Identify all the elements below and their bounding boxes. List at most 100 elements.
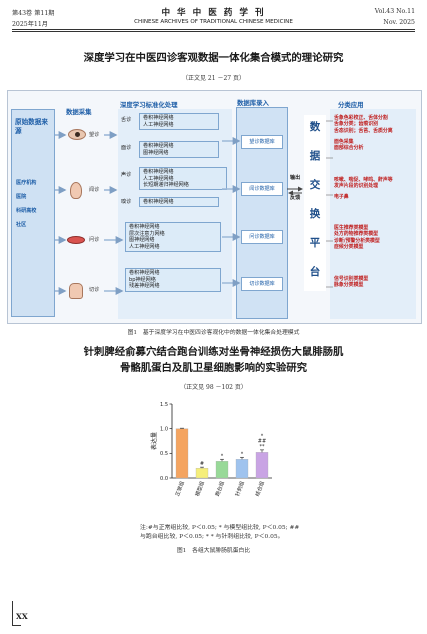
figure1-flowchart: 原始数据来源 医疗机构 医院 科研高校 社区 数据采集 深度学习标准化处理 数据… bbox=[7, 90, 422, 324]
output-label: 输出 bbox=[290, 175, 301, 181]
ear-icon bbox=[70, 182, 82, 199]
model-item: bp神经网络 bbox=[129, 276, 156, 283]
app-item: 处方药物推荐类模型 bbox=[334, 231, 379, 238]
platform-char: 据 bbox=[309, 150, 321, 162]
model-box: 卷积神经网络 层次注意力网络 图神经网络 人工神经网络 bbox=[125, 222, 221, 252]
y-tick-label: 1.0 bbox=[160, 426, 168, 432]
row-label: 望诊 bbox=[89, 132, 100, 138]
header-rule bbox=[12, 29, 415, 30]
app-item: 面部综合分析 bbox=[334, 145, 364, 152]
source-item: 科研高校 bbox=[16, 208, 37, 214]
platform-char: 平 bbox=[309, 237, 321, 249]
model-item: 图神经网络 bbox=[129, 237, 155, 244]
article1-ref: （正文见 21 －27 页） bbox=[182, 75, 245, 82]
model-box: 卷积神经网络 bp神经网络 残差神经网络 bbox=[125, 268, 221, 292]
database-box: 问诊数据库 bbox=[241, 230, 283, 244]
article2-title-line2: 骨骼肌蛋白及肌卫星细胞影响的实验研究 bbox=[119, 362, 308, 374]
sub-label: 嗅诊 bbox=[121, 199, 132, 205]
app-item: 面色采集 bbox=[334, 138, 354, 145]
platform-char: 换 bbox=[309, 208, 321, 220]
model-box: 卷积神经网络 bbox=[139, 197, 219, 207]
y-tick-label: 0.5 bbox=[160, 451, 168, 457]
model-item: 长短期递归神经网络 bbox=[143, 182, 189, 189]
db-title: 数据库录入 bbox=[237, 99, 269, 107]
y-axis-label: 表达量 bbox=[150, 432, 158, 450]
date-en: Nov. 2025 bbox=[383, 19, 415, 26]
model-item: 卷积神经网络 bbox=[143, 115, 174, 121]
app-list: 信号识别类模型 脉象分类模型 bbox=[334, 276, 368, 289]
chart-note-line1: 注:#与正常组比较, P＜0.05; * 与模型组比较, P＜0.05; ## bbox=[140, 525, 300, 531]
sub-label: 舌诊 bbox=[121, 117, 132, 123]
model-item: 残差神经网络 bbox=[129, 283, 160, 290]
model-item: 卷积神经网络 bbox=[129, 270, 160, 276]
app-item: 医生推荐类模型 bbox=[334, 225, 369, 231]
article2-ref: （正文见 98 －102 页） bbox=[180, 384, 247, 391]
source-title: 原始数据来源 bbox=[15, 118, 48, 135]
platform-char: 数 bbox=[309, 121, 321, 133]
app-item: 咳嗽、喘促、哮鸣、鼾声等 bbox=[334, 177, 393, 183]
significance-label: # bbox=[200, 461, 204, 467]
model-item: 层次注意力网络 bbox=[129, 230, 165, 237]
y-tick-label: 0.0 bbox=[160, 476, 168, 482]
platform-box: 数据交换平台 bbox=[304, 115, 326, 291]
x-tick-label: 针刺组 bbox=[233, 480, 246, 497]
bar bbox=[195, 467, 209, 479]
sub-label: 声诊 bbox=[121, 172, 132, 178]
row-label: 切诊 bbox=[89, 287, 100, 293]
journal-title-en: CHINESE ARCHIVES OF TRADITIONAL CHINESE … bbox=[134, 19, 293, 25]
sub-label: 面诊 bbox=[121, 145, 132, 151]
flow-arrows bbox=[55, 120, 333, 295]
model-item: 卷积神经网络 bbox=[129, 224, 160, 230]
platform-char: 交 bbox=[309, 179, 321, 191]
hand-icon bbox=[69, 283, 83, 299]
app-item: 脉象分类模型 bbox=[334, 282, 364, 289]
eye-icon bbox=[68, 129, 86, 140]
figure2-caption: 图1 各组大鼠腓肠肌蛋白比 bbox=[176, 548, 251, 554]
x-tick-label: 正常组 bbox=[173, 480, 186, 497]
app-item: 舌象色彩校正、舌体分割 bbox=[334, 115, 388, 121]
chart-note-line2: 与跑台组比较, P＜0.05; * * 与针刺组比较, P＜0.05。 bbox=[140, 534, 284, 540]
feedback-label: 反馈 bbox=[290, 195, 301, 201]
source-list: 医疗机构 医院 科研高校 社区 bbox=[16, 176, 36, 232]
bar bbox=[175, 428, 189, 479]
date-cn: 2025年11月 bbox=[12, 21, 48, 28]
database-box: 闻诊数据库 bbox=[241, 182, 283, 196]
page-number: XX bbox=[16, 612, 28, 621]
article2-title-line1: 针刺脾经俞募穴结合跑台训练对坐骨神经损伤大鼠腓肠肌 bbox=[83, 346, 344, 358]
app-list: 舌象色彩校正、舌体分割 舌象分类；齿痕识别 舌态识别；舌苔、舌质分离 面色采集 … bbox=[334, 115, 393, 151]
header-rule-2 bbox=[12, 31, 415, 32]
database-box: 切诊数据库 bbox=[241, 277, 283, 291]
model-item: 人工神经网络 bbox=[143, 121, 174, 128]
model-item: 卷积神经网络 bbox=[143, 169, 174, 175]
source-item: 医疗机构 bbox=[16, 180, 37, 186]
model-item: 人工神经网络 bbox=[129, 243, 160, 250]
source-panel: 原始数据来源 医疗机构 医院 科研高校 社区 bbox=[11, 109, 55, 317]
model-item: 卷积神经网络 bbox=[143, 143, 174, 149]
x-tick-label: 跑台组 bbox=[213, 480, 226, 497]
mouth-icon bbox=[67, 236, 85, 244]
model-item: 图神经网络 bbox=[143, 149, 169, 156]
y-tick-label: 1.5 bbox=[160, 402, 168, 408]
bar bbox=[235, 459, 249, 479]
app-item: 舌象分类；齿痕识别 bbox=[334, 121, 379, 128]
x-tick-label: 结合组 bbox=[253, 480, 266, 497]
database-box: 望诊数据库 bbox=[241, 135, 283, 149]
volume-issue-cn: 第43卷 第11期 bbox=[12, 10, 55, 17]
app-item: 舌态识别；舌苔、舌质分离 bbox=[334, 127, 393, 134]
platform-char: 台 bbox=[309, 266, 321, 278]
process-title: 深度学习标准化处理 bbox=[120, 101, 178, 109]
significance-label: ** bbox=[260, 444, 266, 450]
model-item: 卷积神经网络 bbox=[143, 199, 174, 205]
app-panel bbox=[330, 109, 416, 319]
significance-label: ## bbox=[258, 439, 266, 445]
footer-bracket bbox=[12, 601, 21, 626]
volume-issue-en: Vol.43 No.11 bbox=[374, 8, 415, 15]
app-item: 信号识别类模型 bbox=[334, 276, 369, 282]
figure1-caption: 图1 基于深度学习在中医四诊客观化中的数据一体化集合处理模式 bbox=[127, 330, 300, 336]
significance-label: * bbox=[261, 433, 264, 439]
app-item: 电子鼻 bbox=[334, 193, 349, 200]
significance-label: * bbox=[241, 451, 244, 457]
row-label: 闻诊 bbox=[89, 187, 100, 193]
row-label: 问诊 bbox=[89, 237, 100, 243]
